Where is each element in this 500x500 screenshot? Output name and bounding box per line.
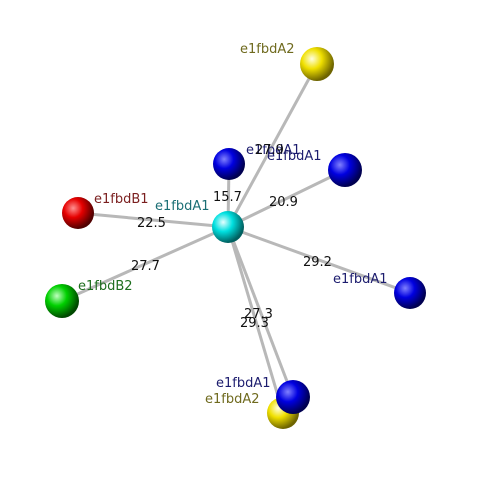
- label-e1fbdB1: e1fbdB1: [94, 192, 149, 207]
- label-e1fbdA1-upper-left: e1fbdA1: [246, 143, 301, 158]
- sphere-center-e1fbdA1: [212, 211, 244, 243]
- bond-a1-right: [227, 225, 411, 295]
- distance-27-3: 27.3: [244, 307, 273, 322]
- label-center-e1fbdA1: e1fbdA1: [155, 199, 210, 214]
- bond-a1-bottom: [226, 226, 295, 398]
- bond-a2-top: [226, 63, 319, 228]
- label-e1fbdA2-bottom: e1fbdA2: [205, 392, 260, 407]
- sphere-e1fbdA1-upper-right: [328, 153, 362, 187]
- sphere-e1fbdA1-right: [394, 277, 426, 309]
- sphere-e1fbdB2: [45, 284, 79, 318]
- label-e1fbdA1-right: e1fbdA1: [333, 272, 388, 287]
- distance-20-9: 20.9: [269, 195, 298, 210]
- distance-labels: 27.9 15.7 20.9 22.5 27.7 29.2 27.3 29.3: [131, 143, 332, 331]
- sphere-e1fbdA2-top: [300, 47, 334, 81]
- bonds: [61, 63, 411, 414]
- atom-labels: e1fbdA2 e1fbdA1 e1fbdA1 e1fbdB1 e1fbdB2 …: [78, 42, 388, 407]
- bond-b2: [61, 225, 229, 303]
- distance-27-7: 27.7: [131, 259, 160, 274]
- bond-a1-upper-right: [227, 168, 346, 229]
- label-e1fbdA1-bottom: e1fbdA1: [216, 376, 271, 391]
- label-e1fbdB2: e1fbdB2: [78, 279, 133, 294]
- sphere-e1fbdB1: [62, 197, 94, 229]
- label-e1fbdA1-upper-right: e1fbdA1: [267, 149, 322, 164]
- sphere-e1fbdA1-bottom: [276, 380, 310, 414]
- distance-overlap-label: 27.9: [255, 143, 284, 158]
- distance-29-2: 29.2: [303, 255, 332, 270]
- distance-29-3: 29.3: [240, 316, 269, 331]
- spheres: [45, 47, 426, 429]
- distance-15-7: 15.7: [213, 190, 242, 205]
- sphere-e1fbdA1-upper-left: [213, 148, 245, 180]
- bond-a2-bottom: [226, 226, 285, 414]
- distance-22-5: 22.5: [137, 216, 166, 231]
- bond-b1: [77, 211, 229, 229]
- label-e1fbdA2-top: e1fbdA2: [240, 42, 295, 57]
